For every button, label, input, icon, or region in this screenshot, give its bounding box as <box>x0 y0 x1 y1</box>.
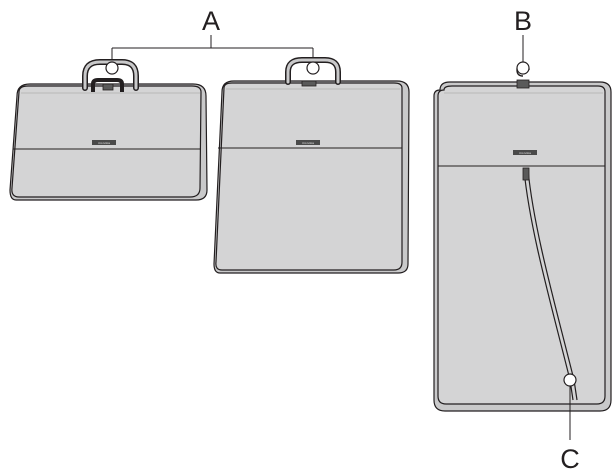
brand-tag-text: monoka <box>519 151 531 155</box>
handbag-small: monoka <box>9 59 208 201</box>
callout-a-marker-left <box>105 61 119 75</box>
callout-label-c: C <box>560 444 580 474</box>
callout-label-a: A <box>202 6 220 36</box>
handbag-tall: monoka <box>213 57 410 274</box>
callout-c-marker <box>563 373 577 387</box>
callout-label-b: B <box>514 6 532 36</box>
callout-b-marker <box>516 61 530 75</box>
brand-tag <box>92 140 116 145</box>
brand-tag <box>296 140 320 145</box>
brand-tag <box>513 150 537 155</box>
callout-a-leader <box>111 35 314 62</box>
brand-tag-text: monoka <box>98 141 110 145</box>
callout-a-marker-right <box>306 61 320 75</box>
brand-tag-text: monoka <box>302 141 314 145</box>
garment-bag: monoka <box>433 63 612 412</box>
